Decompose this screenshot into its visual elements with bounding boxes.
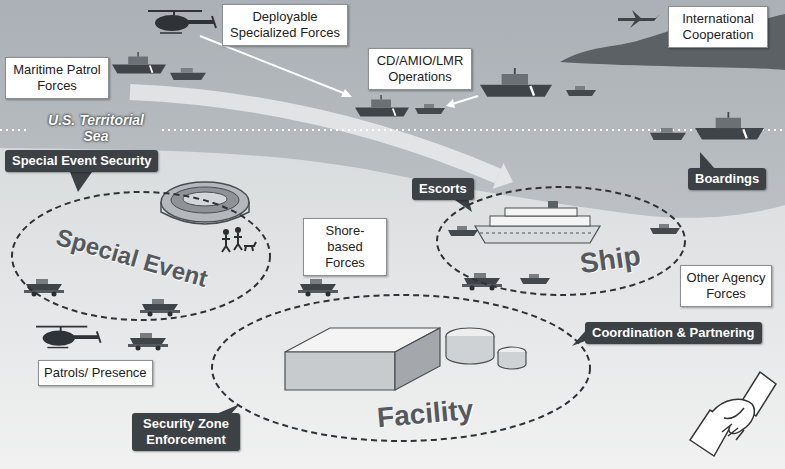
callout-text: Security Zone Enforcement <box>139 416 233 448</box>
patrol-vehicle <box>140 299 180 317</box>
tank-wall <box>446 336 494 364</box>
zone-ellipse: Facility <box>210 293 592 443</box>
box-label: Maritime Patrol Forces <box>11 62 103 94</box>
cruise-portholes <box>480 233 594 234</box>
zone-boundary <box>437 187 685 295</box>
patrol-plane <box>618 10 660 28</box>
central-cutter <box>355 95 409 117</box>
handshake <box>690 372 776 456</box>
callout-box: Coordination & Partnering <box>585 322 762 344</box>
patrol-boat <box>170 68 206 80</box>
flow-arrow-body <box>130 92 498 176</box>
boarding-boat <box>650 128 686 140</box>
central-boat <box>415 104 445 114</box>
zone-title: Special Event <box>53 223 211 293</box>
cruise-deck <box>490 216 590 226</box>
stadium-field <box>183 192 227 206</box>
officer-body <box>222 235 230 252</box>
officer-head <box>235 227 241 233</box>
label-box: Deployable Specialized Forces <box>222 4 348 46</box>
escort-boat <box>650 224 680 234</box>
box-label: Shore-based Forces <box>309 223 381 271</box>
callout-box: Security Zone Enforcement <box>132 413 240 451</box>
escort-boat <box>448 226 478 236</box>
ellipse-outline <box>435 185 687 297</box>
zone-boundary <box>12 192 270 320</box>
building-side <box>395 328 440 390</box>
territorial-line <box>162 129 785 131</box>
box-label: CD/AMIO/LMR Operations <box>374 53 466 85</box>
territorial-line <box>0 129 30 131</box>
ops-cutter <box>480 68 552 97</box>
ops-arrow <box>452 96 478 104</box>
label-box: International Cooperation <box>668 6 768 48</box>
officer-head <box>223 229 229 235</box>
tank-wall <box>498 352 526 369</box>
zone-ellipse: Special Event <box>10 190 272 322</box>
box-label: Other Agency Forces <box>686 270 766 302</box>
callout-box: Escorts <box>412 178 474 200</box>
fingers <box>722 424 744 440</box>
deploy-arrow-head <box>341 89 352 97</box>
callout-text: Boardings <box>695 171 759 187</box>
ops-boat <box>566 86 596 96</box>
zone-boundary <box>212 295 590 441</box>
cruise-funnel <box>548 201 558 208</box>
helicopter <box>148 11 216 33</box>
building-front <box>285 352 395 390</box>
security-officers <box>222 227 256 252</box>
callout-text: Special Event Security <box>12 153 151 169</box>
patrol-helicopter <box>36 327 101 348</box>
callout-text: Escorts <box>419 181 467 197</box>
box-label: International Cooperation <box>674 11 762 43</box>
callout-text: Coordination & Partnering <box>592 325 755 341</box>
callout-box: Boardings <box>688 168 766 190</box>
security-dog <box>244 242 256 251</box>
escort-boat <box>520 274 550 284</box>
officer-body <box>234 233 242 250</box>
hands <box>712 399 754 433</box>
callout-box: Special Event Security <box>5 150 158 172</box>
shore-land <box>0 148 785 469</box>
zone-title: Facility <box>376 394 475 434</box>
patrol-vehicle <box>128 333 168 351</box>
cruise-ship <box>475 201 600 243</box>
label-box: Other Agency Forces <box>680 265 772 307</box>
zone-title: Ship <box>578 240 643 280</box>
patrol-cutter <box>112 52 166 74</box>
patrol-vehicle <box>298 279 338 297</box>
label-box: Patrols/ Presence <box>38 360 153 386</box>
box-label: Deployable Specialized Forces <box>228 9 342 41</box>
cruise-deck <box>505 208 577 216</box>
facility-plant <box>285 328 526 390</box>
label-box: Shore-based Forces <box>303 218 387 276</box>
label-box: CD/AMIO/LMR Operations <box>368 48 472 90</box>
stadium <box>161 182 249 222</box>
ops-arrow-head <box>446 99 455 108</box>
cruise-hull <box>475 226 600 243</box>
box-label: Patrols/ Presence <box>44 365 147 381</box>
boarding-cutter <box>695 112 764 140</box>
flow-arrow-head <box>493 163 514 189</box>
zone-ellipse: Ship <box>435 185 687 297</box>
label-box: Maritime Patrol Forces <box>5 57 109 99</box>
region-label: U.S. Territorial Sea <box>34 112 158 144</box>
callout-tail <box>70 172 92 192</box>
